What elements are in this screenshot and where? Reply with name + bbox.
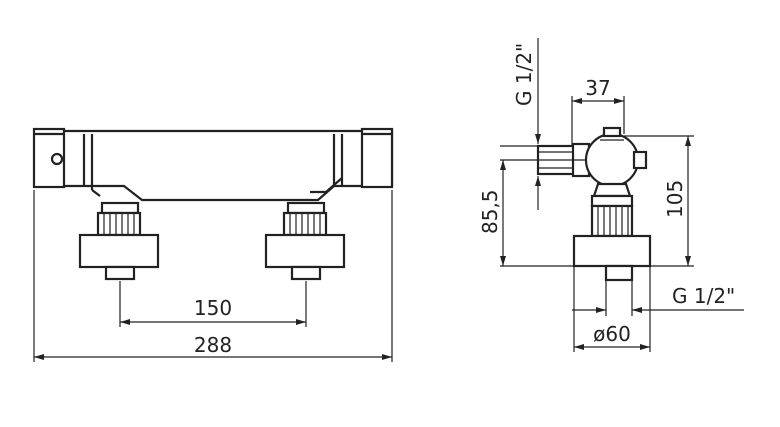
outlet-thread-dimension: G 1/2" bbox=[572, 280, 744, 316]
height-total-label: 105 bbox=[663, 180, 687, 218]
dimension-150: 150 bbox=[119, 281, 307, 327]
diameter-label: ø60 bbox=[593, 322, 631, 346]
valve-body bbox=[584, 132, 640, 188]
side-view: G 1/2" 37 85,5 105 G bbox=[478, 38, 744, 352]
outlet-thread-label: G 1/2" bbox=[672, 284, 735, 308]
dimension-diameter: ø60 bbox=[573, 266, 651, 352]
right-connector bbox=[264, 201, 346, 281]
inlet-thread-label: G 1/2" bbox=[512, 43, 536, 106]
mixer-body bbox=[34, 129, 394, 202]
width-label: 288 bbox=[194, 333, 232, 357]
set-screw-icon bbox=[50, 152, 64, 166]
inlet-thread-dimension: G 1/2" bbox=[500, 38, 541, 210]
left-connector bbox=[78, 201, 160, 281]
dimension-288: 288 bbox=[33, 190, 393, 362]
front-view: 150 288 bbox=[32, 127, 394, 362]
left-end-cap bbox=[32, 127, 66, 189]
offset-label: 37 bbox=[585, 76, 610, 100]
outlet-base bbox=[572, 234, 652, 268]
dimension-37: 37 bbox=[571, 76, 625, 146]
dimension-105: 105 bbox=[624, 135, 694, 267]
dimension-85-5: 85,5 bbox=[478, 159, 586, 267]
centers-label: 150 bbox=[194, 296, 232, 320]
height-inlet-label: 85,5 bbox=[478, 189, 502, 234]
right-end-cap bbox=[360, 127, 394, 189]
